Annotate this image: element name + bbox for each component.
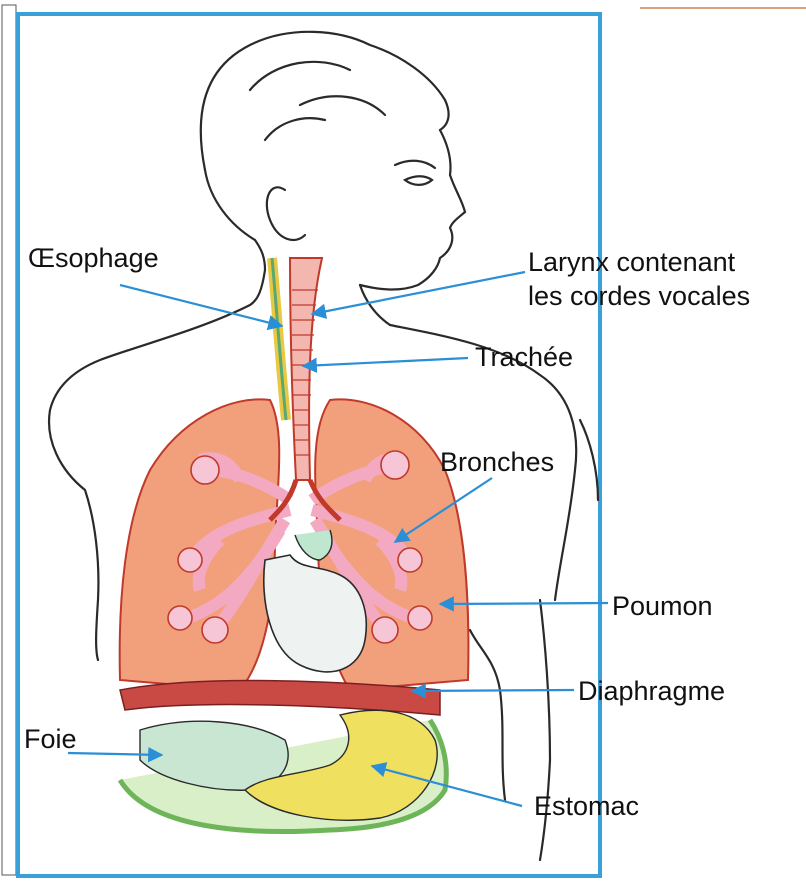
label-poumon: Poumon xyxy=(612,591,713,622)
alveoli-cluster xyxy=(381,451,409,479)
label-trachee: Trachée xyxy=(475,342,573,373)
eyebrow xyxy=(395,161,435,168)
diaphragm xyxy=(120,681,440,715)
eye xyxy=(405,176,432,185)
alveoli-cluster xyxy=(168,606,192,630)
alveoli-cluster xyxy=(178,548,202,572)
arrow-oesophage xyxy=(120,285,282,326)
alveoli-cluster xyxy=(202,617,228,643)
hair-strands xyxy=(250,62,385,140)
arrow-larynx xyxy=(312,272,525,314)
outer-frame-line xyxy=(2,5,16,875)
alveoli-cluster xyxy=(191,456,219,484)
ear xyxy=(267,187,305,240)
arrow-trachee xyxy=(303,358,468,366)
hair-outline xyxy=(201,32,449,170)
alveoli-cluster xyxy=(372,617,398,643)
label-foie: Foie xyxy=(24,724,77,755)
right-arm-edge xyxy=(580,420,598,500)
head-back xyxy=(205,170,265,270)
arrow-diaphragme xyxy=(412,690,574,691)
label-diaphragme: Diaphragme xyxy=(578,676,725,707)
arrow-poumon xyxy=(440,603,608,604)
label-oesophage: Œsophage xyxy=(28,243,159,274)
neck-left xyxy=(250,270,265,305)
right-torso xyxy=(470,630,505,800)
neck-right xyxy=(360,285,390,325)
alveoli-cluster xyxy=(398,548,422,572)
label-larynx-line2: les cordes vocales xyxy=(528,281,750,312)
label-bronches: Bronches xyxy=(440,447,554,478)
face-profile xyxy=(360,130,465,290)
heart-vessels xyxy=(295,530,332,560)
label-estomac: Estomac xyxy=(534,791,639,822)
label-larynx-line1: Larynx contenant xyxy=(528,247,735,278)
alveoli-cluster xyxy=(408,606,432,630)
